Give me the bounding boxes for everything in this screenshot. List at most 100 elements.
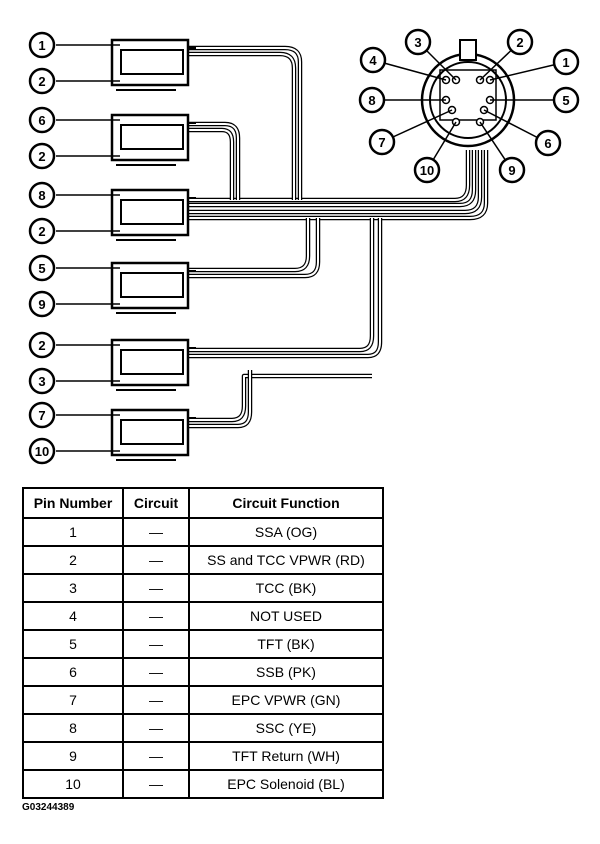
- callout-circle: [28, 106, 56, 134]
- callout-circle: [28, 331, 56, 359]
- branch-wire-3-outline: [188, 127, 235, 200]
- pin-table-container: Pin Number Circuit Circuit Function 1—SS…: [22, 487, 384, 799]
- connector-3: [110, 188, 196, 241]
- callout: 8: [28, 181, 120, 209]
- callout: 1: [28, 31, 120, 59]
- cell-pin: 7: [22, 685, 124, 715]
- branch-wire-9-core: [188, 370, 251, 427]
- connector-latch: [120, 124, 184, 150]
- main-pin-10: 10: [413, 117, 461, 184]
- pin-table: Pin Number Circuit Circuit Function 1—SS…: [22, 487, 384, 799]
- cell-circuit: —: [122, 601, 190, 631]
- connector-2: [110, 113, 196, 166]
- callout: 10: [28, 437, 120, 465]
- callout-label: 7: [38, 408, 45, 423]
- callout: 9: [28, 290, 120, 318]
- callout-label: 10: [420, 163, 434, 178]
- branch-wire-2-core: [188, 123, 239, 200]
- trunk-wire-0-core: [188, 150, 469, 201]
- cell-function: SSC (YE): [188, 713, 384, 743]
- cell-function: SSA (OG): [188, 517, 384, 547]
- table-row: 3—TCC (BK): [22, 573, 384, 603]
- callout-circle: [28, 217, 56, 245]
- callout: 2: [28, 217, 120, 245]
- callout-circle: [534, 129, 562, 157]
- callout-label: 1: [562, 55, 569, 70]
- callout-label: 3: [38, 374, 45, 389]
- callout-circle: [28, 67, 56, 95]
- callout-circle: [28, 254, 56, 282]
- cell-circuit: —: [122, 517, 190, 547]
- cell-function: EPC Solenoid (BL): [188, 769, 384, 799]
- callout-label: 2: [516, 35, 523, 50]
- callout-label: 8: [368, 93, 375, 108]
- callout-label: 4: [369, 53, 377, 68]
- trunk-wire-2-core: [188, 150, 481, 213]
- callout-label: 9: [38, 297, 45, 312]
- cell-circuit: —: [122, 685, 190, 715]
- connector-latch: [120, 199, 184, 225]
- cell-function: TFT (BK): [188, 629, 384, 659]
- callout-label: 2: [38, 224, 45, 239]
- callout: 2: [28, 67, 120, 95]
- branch-wire-3-core: [188, 129, 233, 200]
- connector-latch: [120, 272, 184, 298]
- branch-wire-7-core: [188, 218, 381, 357]
- main-pin-4: 4: [359, 46, 451, 85]
- callout-label: 9: [508, 163, 515, 178]
- branch-wire-8-outline: [188, 373, 372, 423]
- cell-function: SS and TCC VPWR (RD): [188, 545, 384, 575]
- connector-latch: [120, 49, 184, 75]
- cell-circuit: —: [122, 545, 190, 575]
- cell-function: TCC (BK): [188, 573, 384, 603]
- callout-circle: [28, 290, 56, 318]
- cell-circuit: —: [122, 769, 190, 799]
- cell-function: EPC VPWR (GN): [188, 685, 384, 715]
- callout-circle: [404, 28, 432, 56]
- branch-wire-1-core: [188, 53, 295, 200]
- callout-label: 1: [38, 38, 45, 53]
- cell-pin: 9: [22, 741, 124, 771]
- main-connector-insert: [439, 69, 497, 121]
- main-connector-key: [459, 39, 477, 61]
- callout-circle: [506, 28, 534, 56]
- callout-label: 2: [38, 74, 45, 89]
- branch-wire-5-outline: [188, 218, 321, 279]
- cell-circuit: —: [122, 657, 190, 687]
- figure-id: G03244389: [22, 802, 75, 813]
- cell-pin: 3: [22, 573, 124, 603]
- branch-wire-7-outline: [188, 218, 383, 359]
- table-row: 4—NOT USED: [22, 601, 384, 631]
- branch-wire-8-core: [188, 375, 372, 421]
- cell-function: NOT USED: [188, 601, 384, 631]
- table-row: 2—SS and TCC VPWR (RD): [22, 545, 384, 575]
- table-row: 5—TFT (BK): [22, 629, 384, 659]
- callout-label: 7: [378, 135, 385, 150]
- table-row: 8—SSC (YE): [22, 713, 384, 743]
- table-row: 1—SSA (OG): [22, 517, 384, 547]
- cell-function: SSB (PK): [188, 657, 384, 687]
- table-header-row: Pin Number Circuit Circuit Function: [22, 487, 384, 519]
- cell-circuit: —: [122, 713, 190, 743]
- table-row: 6—SSB (PK): [22, 657, 384, 687]
- callout-circle: [552, 86, 580, 114]
- main-pin-3: 3: [404, 28, 461, 85]
- cell-pin: 6: [22, 657, 124, 687]
- cell-pin: 10: [22, 769, 124, 799]
- callout-label: 8: [38, 188, 45, 203]
- callout-label: 5: [38, 261, 45, 276]
- callout-label: 2: [38, 149, 45, 164]
- connector-latch: [120, 419, 184, 445]
- callout-circle: [358, 86, 386, 114]
- header-circuit: Circuit: [122, 487, 190, 519]
- connector-1: [110, 38, 196, 91]
- callout-circle: [413, 156, 441, 184]
- header-pin-number: Pin Number: [22, 487, 124, 519]
- callout-circle: [498, 156, 526, 184]
- main-pin-2: 2: [475, 28, 534, 85]
- table-row: 10—EPC Solenoid (BL): [22, 769, 384, 799]
- table-row: 9—TFT Return (WH): [22, 741, 384, 771]
- branch-wire-1-outline: [188, 51, 297, 200]
- callout-circle: [28, 181, 56, 209]
- connector-latch: [120, 349, 184, 375]
